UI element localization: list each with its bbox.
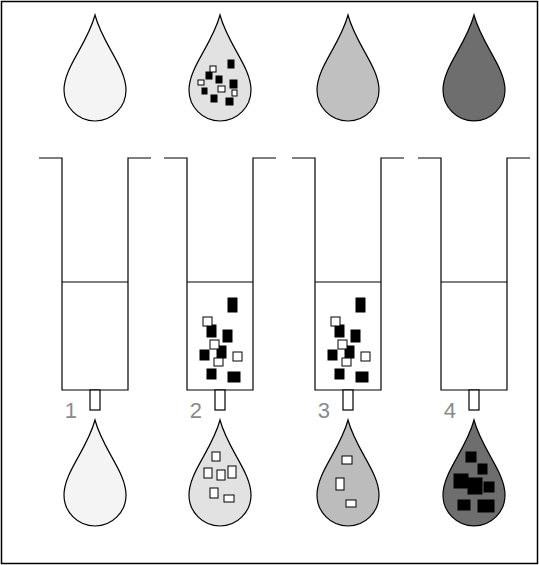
- eluted-particle: [228, 466, 236, 478]
- gel-particle: [338, 340, 347, 349]
- eluted-drop: [317, 420, 379, 526]
- falling-drop: [189, 15, 251, 121]
- column-outlet: [469, 390, 479, 410]
- fill-level-line: [315, 281, 381, 282]
- eluted-particle: [484, 482, 494, 492]
- eluted-drop: [64, 420, 126, 526]
- column-tube: [292, 158, 404, 390]
- particle: [206, 72, 212, 79]
- eluted-particle: [210, 488, 218, 498]
- column-outlet: [215, 390, 225, 410]
- fill-level-line: [187, 281, 253, 282]
- column-outlet: [90, 390, 100, 410]
- falling-drop: [64, 15, 126, 121]
- falling-drop: [443, 15, 505, 121]
- falling-drop: [317, 15, 379, 121]
- gel-particle: [228, 372, 240, 382]
- column-number: 3: [318, 400, 330, 422]
- eluted-particle: [478, 464, 487, 474]
- gel-particle: [351, 330, 360, 342]
- eluted-particle: [212, 452, 220, 461]
- particle: [216, 76, 222, 83]
- particle: [232, 90, 237, 96]
- particle: [211, 95, 217, 102]
- gel-particle: [356, 372, 368, 382]
- column-tube: [418, 158, 530, 390]
- fill-level-line: [441, 281, 507, 282]
- column-number: 2: [190, 400, 202, 422]
- particle: [228, 60, 234, 68]
- eluted-particle: [204, 468, 212, 478]
- particle: [198, 80, 204, 85]
- eluted-particle: [346, 500, 356, 507]
- fill-level-line: [62, 281, 128, 282]
- eluted-particle: [468, 478, 482, 494]
- gel-bed: [315, 282, 381, 390]
- gel-particle: [342, 358, 351, 366]
- eluted-particle: [342, 456, 352, 464]
- gel-particle: [335, 369, 344, 379]
- gel-particle: [223, 330, 232, 342]
- gel-bed: [187, 282, 253, 390]
- eluted-drop: [443, 420, 505, 526]
- particle: [230, 80, 237, 88]
- gel-particle: [203, 317, 212, 326]
- gel-particle: [228, 298, 237, 312]
- column-number: 1: [65, 400, 77, 422]
- particle: [210, 66, 216, 72]
- gel-particle: [328, 350, 337, 360]
- gel-particle: [331, 317, 340, 326]
- column-outlet: [343, 390, 353, 410]
- gel-particle: [214, 358, 223, 366]
- eluted-particle: [336, 478, 344, 490]
- gel-particle: [207, 325, 216, 337]
- gel-particle: [207, 369, 216, 379]
- eluted-particle: [224, 495, 234, 502]
- eluted-particle: [466, 452, 476, 462]
- particle: [218, 86, 225, 92]
- column-tube: [164, 158, 276, 390]
- eluted-drop: [189, 420, 251, 526]
- column-number: 4: [444, 400, 456, 422]
- eluted-particle: [217, 470, 225, 480]
- gel-particle: [361, 352, 370, 361]
- particle: [202, 88, 207, 94]
- gel-particle: [233, 352, 242, 361]
- gel-particle: [335, 325, 344, 337]
- eluted-particle: [458, 500, 470, 510]
- eluted-particle: [454, 474, 468, 488]
- particle: [226, 98, 233, 105]
- gel-particle: [356, 298, 365, 312]
- column-tube: [39, 158, 151, 390]
- gel-particle: [210, 340, 219, 349]
- eluted-particle: [478, 500, 494, 512]
- gel-particle: [200, 350, 209, 360]
